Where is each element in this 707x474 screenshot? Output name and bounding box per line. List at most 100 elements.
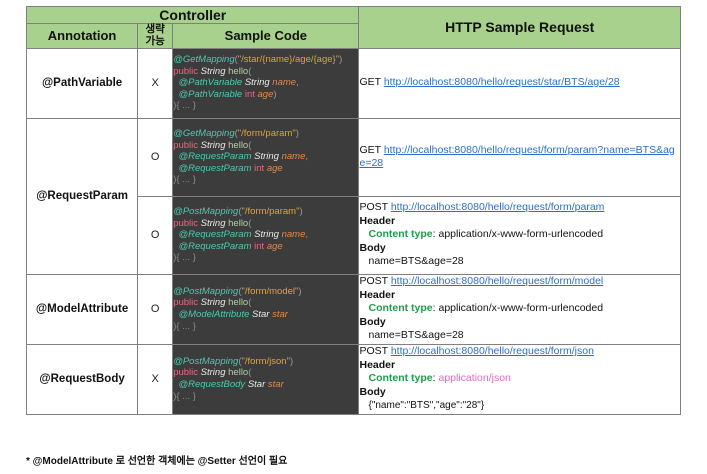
table-row: @ModelAttribute O @PostMapping("/form/mo… bbox=[25, 273, 681, 345]
code-param-annotation: @RequestParam bbox=[178, 151, 252, 163]
http-method: GET bbox=[359, 143, 381, 156]
http-request-cell: GET http://localhost:8080/hello/request/… bbox=[358, 117, 681, 197]
footnote-text: * @ModelAttribute 로 선언한 객체에는 @Setter 선언이… bbox=[26, 456, 288, 467]
sample-code-cell: @PostMapping("/form/model") public Strin… bbox=[172, 273, 360, 345]
http-method: POST bbox=[359, 275, 388, 288]
header-http-sample-request: HTTP Sample Request bbox=[358, 6, 681, 49]
sample-code-cell: @GetMapping("/form/param") public String… bbox=[172, 117, 360, 197]
code-body: ){ ... } bbox=[173, 174, 196, 186]
http-request-line: GET http://localhost:8080/hello/request/… bbox=[359, 76, 680, 90]
code-param-annotation: @RequestBody bbox=[178, 379, 246, 390]
content-type-label: Content type bbox=[368, 372, 433, 385]
code-keyword: public bbox=[173, 297, 199, 309]
http-url-link[interactable]: http://localhost:8080/hello/request/form… bbox=[390, 275, 604, 288]
http-body-label: Body bbox=[359, 315, 386, 328]
code-param-annotation: @PathVariable bbox=[178, 88, 243, 100]
http-body-value: {"name":"BTS","age":"28"} bbox=[368, 400, 485, 412]
table-row: @PathVariable X @GetMapping("/star/{name… bbox=[25, 47, 681, 119]
http-header-label: Header bbox=[359, 214, 396, 227]
code-param-type: Star bbox=[247, 379, 266, 390]
annotation-cell: @ModelAttribute bbox=[25, 273, 139, 345]
http-content-type-line: Content type: application/json bbox=[368, 372, 511, 385]
content-type-value: : application/x-www-form-urlencoded bbox=[432, 302, 604, 315]
content-type-value: application/json bbox=[438, 372, 511, 385]
content-type-value: : application/x-www-form-urlencoded bbox=[432, 228, 604, 241]
header-annotation: Annotation bbox=[25, 23, 139, 49]
code-param-name: name bbox=[272, 77, 297, 89]
annotation-cell: @RequestParam bbox=[25, 117, 139, 275]
table-row: @RequestParam O @GetMapping("/form/param… bbox=[25, 117, 681, 275]
code-param-type: Star bbox=[252, 309, 270, 320]
code-return-type: String bbox=[200, 139, 226, 151]
code-mapping-annotation: @GetMapping bbox=[173, 54, 235, 66]
code-param-name: star bbox=[267, 379, 284, 390]
code-param-trailing: ) bbox=[273, 88, 277, 100]
code-block: @GetMapping("/star/{name}/age/{age}") pu… bbox=[173, 54, 343, 112]
code-method-name: hello bbox=[228, 367, 249, 379]
code-mapping-annotation: @PostMapping bbox=[173, 285, 239, 297]
http-url-link[interactable]: http://localhost:8080/hello/request/form… bbox=[390, 201, 605, 214]
http-body-value: name=BTS&age=28 bbox=[368, 255, 464, 268]
code-param-name: age bbox=[266, 162, 283, 174]
code-return-type: String bbox=[200, 297, 226, 309]
code-block: @PostMapping("/form/param") public Strin… bbox=[173, 206, 309, 264]
code-mapping-path: "/form/param" bbox=[241, 206, 300, 218]
table-row: O @PostMapping("/form/param") public Str… bbox=[27, 195, 681, 275]
code-mapping-path: "/form/json" bbox=[241, 355, 290, 367]
code-keyword: public bbox=[173, 139, 199, 151]
code-param-type: String bbox=[244, 77, 270, 89]
code-param-name: age bbox=[257, 88, 274, 100]
http-content-type-line: Content type: application/x-www-form-url… bbox=[359, 302, 680, 316]
code-return-type: String bbox=[200, 217, 226, 229]
omittable-cell: O bbox=[137, 195, 174, 275]
code-mapping-path: "/form/model" bbox=[241, 285, 299, 297]
sample-code-cell: @PostMapping("/form/param") public Strin… bbox=[172, 195, 360, 275]
omittable-cell: O bbox=[137, 117, 174, 197]
code-block: @PostMapping("/form/json") public String… bbox=[173, 355, 294, 402]
code-keyword: public bbox=[173, 367, 199, 379]
http-request-cell: POST http://localhost:8080/hello/request… bbox=[358, 273, 681, 345]
code-return-type: String bbox=[200, 367, 226, 379]
code-param-type: String bbox=[254, 229, 279, 241]
http-request-line: POST http://localhost:8080/hello/request… bbox=[359, 275, 680, 289]
content-type-label: Content type bbox=[368, 302, 433, 315]
header-omittable: 생략 가능 bbox=[137, 23, 174, 49]
http-request-line: POST http://localhost:8080/hello/request… bbox=[359, 201, 680, 215]
code-body: ){ ... } bbox=[173, 252, 196, 264]
header-omittable-line2: 가능 bbox=[145, 34, 165, 47]
table-row: @RequestBody X @PostMapping("/form/json"… bbox=[25, 343, 681, 415]
code-mapping-annotation: @GetMapping bbox=[173, 128, 235, 140]
http-body-label: Body bbox=[359, 385, 386, 398]
code-return-type: String bbox=[200, 65, 226, 77]
http-method: GET bbox=[359, 76, 381, 89]
http-url-link[interactable]: http://localhost:8080/hello/request/star… bbox=[383, 76, 620, 89]
http-body-label: Body bbox=[359, 241, 386, 254]
http-content-type-line: Content type: application/x-www-form-url… bbox=[359, 228, 680, 242]
http-request-cell: POST http://localhost:8080/hello/request… bbox=[358, 343, 681, 415]
sample-code-cell: @GetMapping("/star/{name}/age/{age}") pu… bbox=[172, 47, 360, 119]
code-param-type: int bbox=[254, 162, 265, 174]
code-param-name: name bbox=[281, 229, 306, 241]
code-param-type: int bbox=[254, 240, 265, 252]
code-param-trailing: , bbox=[305, 151, 309, 163]
omittable-cell: O bbox=[137, 273, 174, 345]
header-controller-group: Controller bbox=[25, 6, 360, 24]
code-mapping-annotation: @PostMapping bbox=[173, 355, 239, 367]
annotation-cell: @RequestBody bbox=[25, 343, 139, 415]
http-url-link[interactable]: http://localhost:8080/hello/request/form… bbox=[390, 345, 594, 358]
omittable-cell: X bbox=[137, 343, 174, 415]
http-method: POST bbox=[359, 201, 388, 214]
code-param-name: age bbox=[266, 240, 283, 252]
http-method: POST bbox=[359, 345, 388, 358]
code-mapping-path: "/star/{name}/age/{age}" bbox=[237, 54, 340, 66]
http-url-link[interactable]: http://localhost:8080/hello/request/form… bbox=[359, 143, 675, 170]
header-omittable-line1: 생략 bbox=[145, 23, 165, 35]
header-sample-code: Sample Code bbox=[172, 23, 360, 49]
omittable-cell: X bbox=[137, 47, 174, 119]
code-param-annotation: @RequestParam bbox=[178, 229, 252, 241]
table-body: @PathVariable X @GetMapping("/star/{name… bbox=[25, 47, 681, 415]
code-method-name: hello bbox=[228, 65, 249, 77]
http-header-label: Header bbox=[359, 288, 396, 301]
header-row-group: Controller HTTP Sample Request bbox=[25, 6, 681, 49]
